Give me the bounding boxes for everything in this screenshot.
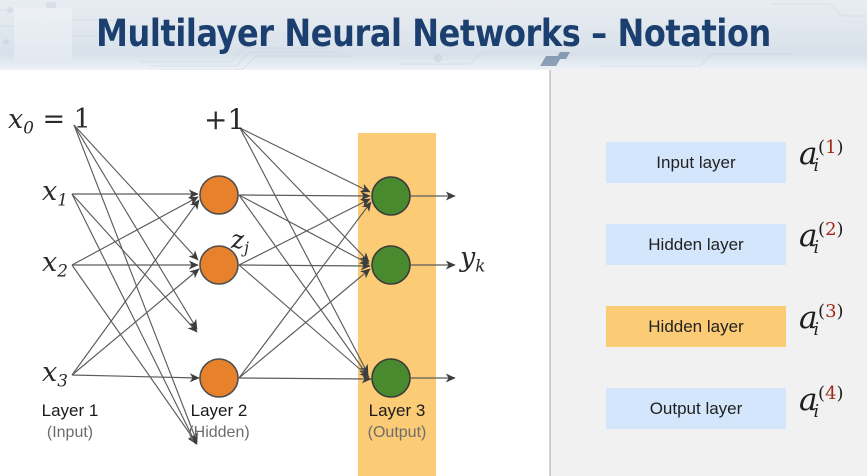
notation-panel: Input layer ai(1) Hidden layer ai(2) Hid…	[551, 70, 867, 476]
input-label-x1-sub: 1	[57, 189, 68, 210]
input-label-x0-sub: 0	[23, 117, 34, 138]
layer-caption-3: Layer 3 (Output)	[337, 400, 457, 444]
input-label-x0-op: = 1	[33, 104, 91, 135]
output-label-base: y	[460, 242, 476, 273]
layer-caption-1-name: Layer 1	[41, 401, 99, 420]
notation-box-hidden-layer-2[interactable]: Hidden layer	[606, 224, 786, 265]
notation-box-hidden-layer-3[interactable]: Hidden layer	[606, 306, 786, 347]
page-title: Multilayer Neural Networks – Notation	[96, 12, 771, 55]
input-label-x2-base: x	[42, 247, 58, 278]
notation-math-output-layer: ai(4)	[799, 382, 844, 422]
notation-math-sub-3: i	[813, 320, 820, 341]
notation-math-sup-num-1: 1	[825, 136, 837, 158]
notation-math-sup-1: (1)	[818, 136, 844, 158]
notation-math-base-3: a	[799, 300, 818, 336]
notation-math-sup-num-4: 4	[825, 382, 837, 404]
input-label-x0-base: x	[8, 104, 24, 135]
notation-math-base-4: a	[799, 382, 818, 418]
notation-row-hidden-layer-2[interactable]: Hidden layer ai(2)	[551, 218, 867, 266]
layer-caption-2-type: (Hidden)	[188, 424, 250, 441]
input-label-x3: x3	[42, 357, 68, 390]
notation-math-sup-num-2: 2	[825, 218, 837, 240]
input-label-x3-sub: 3	[57, 370, 68, 391]
notation-math-base-1: a	[799, 136, 818, 172]
notation-row-output-layer[interactable]: Output layer ai(4)	[551, 382, 867, 430]
notation-math-hidden-layer-2: ai(2)	[799, 218, 844, 258]
neural-network-graph	[71, 124, 456, 445]
notation-box-output-layer[interactable]: Output layer	[606, 388, 786, 429]
hidden-activation-label-sub: j	[244, 238, 249, 257]
notation-math-sup-4: (4)	[818, 382, 844, 404]
input-label-x2: x2	[42, 247, 68, 280]
layer-caption-2-name: Layer 2	[190, 401, 248, 420]
notation-math-input-layer: ai(1)	[799, 136, 844, 176]
notation-math-sup-3: (3)	[818, 300, 844, 322]
notation-math-sub-2: i	[813, 238, 820, 259]
slide-header: Multilayer Neural Networks – Notation	[0, 0, 867, 70]
input-label-x0: x0 = 1	[8, 104, 91, 137]
input-label-x2-sub: 2	[57, 260, 68, 281]
notation-math-sup-2: (2)	[818, 218, 844, 240]
notation-row-hidden-layer-3[interactable]: Hidden layer ai(3)	[551, 300, 867, 348]
layer-caption-3-name: Layer 3	[368, 401, 426, 420]
hidden-activation-label-zj: zj	[231, 225, 249, 257]
header-left-block-decoration	[14, 8, 72, 60]
layer-caption-1: Layer 1 (Input)	[10, 400, 130, 444]
output-label-sub: k	[475, 255, 486, 276]
input-label-x1-base: x	[42, 176, 58, 207]
diagram-pane: x0 = 1 x1 x2 x3 +1 zj yk Layer 1 (Input)…	[0, 70, 550, 476]
layer-caption-2: Layer 2 (Hidden)	[158, 400, 280, 444]
notation-math-sub-4: i	[813, 402, 820, 423]
notation-math-sup-num-3: 3	[825, 300, 837, 322]
input-label-x1: x1	[42, 176, 68, 209]
output-label-yk: yk	[460, 242, 485, 275]
notation-row-input-layer[interactable]: Input layer ai(1)	[551, 136, 867, 184]
layer-caption-1-type: (Input)	[46, 424, 94, 441]
notation-math-sub-1: i	[813, 156, 820, 177]
notation-math-hidden-layer-3: ai(3)	[799, 300, 844, 340]
input-label-x3-base: x	[42, 357, 58, 388]
layer-caption-3-type: (Output)	[367, 424, 427, 441]
notation-math-base-2: a	[799, 218, 818, 254]
hidden-activation-label-base: z	[231, 225, 245, 254]
notation-box-input-layer[interactable]: Input layer	[606, 142, 786, 183]
pane-divider	[549, 70, 551, 476]
bias-label-plus-one: +1	[204, 103, 246, 136]
